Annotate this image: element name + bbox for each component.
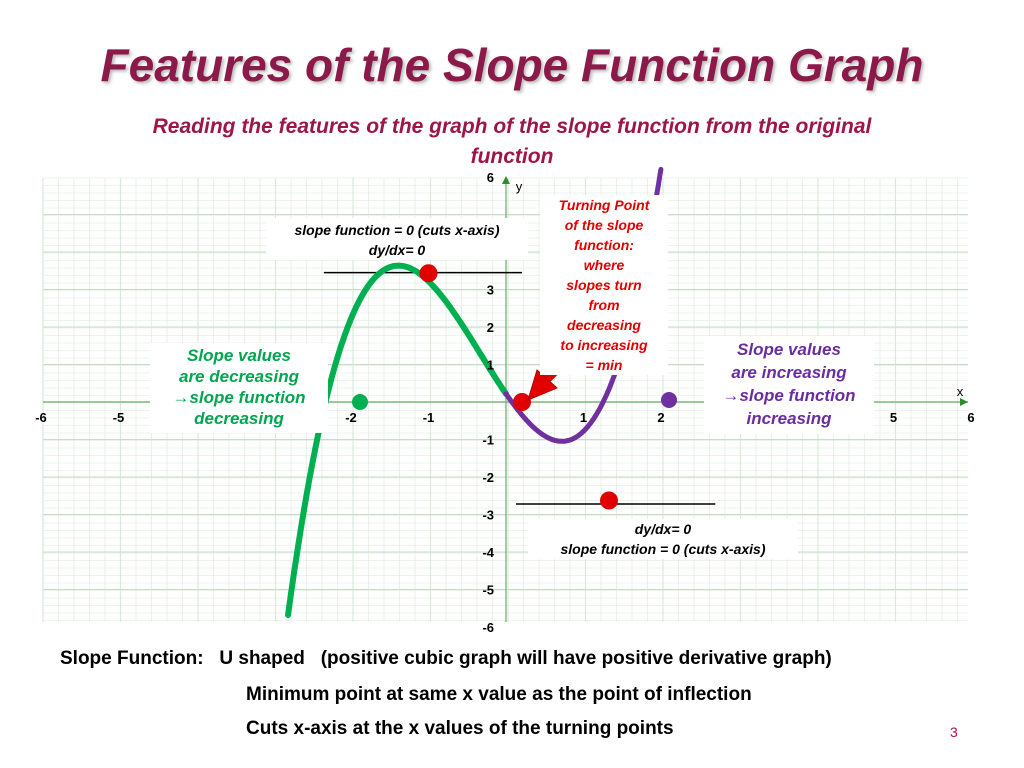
x-tick-label: 2 (657, 410, 664, 425)
y-tick-label: 6 (487, 170, 494, 185)
green-note-line: →slope function (172, 388, 306, 407)
red-note-line: Turning Point (558, 197, 650, 213)
red-note-line: function: (574, 237, 634, 253)
bottom-turning-point-note: dy/dx= 0 slope function = 0 (cuts x-axis… (528, 519, 798, 559)
green-note-line: Slope values (187, 346, 291, 365)
y-axis-arrow-icon (502, 176, 510, 184)
top-note-line-2: dy/dx= 0 (368, 242, 426, 258)
y-axis-label: y (516, 179, 523, 194)
red-note-line: from (588, 297, 620, 313)
top-note-line-1: slope function = 0 (cuts x-axis) (294, 222, 500, 238)
y-tick-label: -1 (482, 433, 494, 448)
x-tick-label: 5 (890, 410, 897, 425)
purple-note-line: increasing (746, 409, 832, 428)
y-tick-label: 1 (487, 358, 494, 373)
green-x-intercept-marker (352, 394, 368, 410)
purple-note-line: →slope function (722, 386, 856, 405)
x-tick-label: 1 (580, 410, 587, 425)
green-note-line: are decreasing (178, 367, 299, 386)
minimum-point-marker (600, 491, 618, 510)
x-tick-label: -5 (113, 410, 125, 425)
purple-note-line: Slope values (737, 340, 841, 359)
decreasing-slope-note: Slope values are decreasing →slope funct… (150, 343, 328, 433)
y-tick-label: -3 (482, 508, 494, 523)
purple-x-intercept-marker (661, 392, 677, 408)
y-tick-label: -4 (482, 545, 494, 560)
y-tick-label: 3 (487, 283, 494, 298)
red-note-line: decreasing (567, 317, 641, 333)
red-note-line: of the slope (564, 217, 644, 233)
y-tick-label: -2 (482, 470, 494, 485)
red-note-line: to increasing (560, 337, 648, 353)
summary-line-2: Minimum point at same x value as the poi… (246, 684, 752, 705)
slide-subtitle: Reading the features of the graph of the… (152, 115, 872, 168)
increasing-slope-note: Slope values are increasing →slope funct… (704, 336, 874, 434)
inflection-point-marker (513, 393, 531, 411)
x-axis-label: x (957, 384, 964, 399)
turning-point-slope-note: Turning Point of the slope function: whe… (540, 195, 668, 375)
bottom-note-line-2: slope function = 0 (cuts x-axis) (560, 541, 766, 557)
bottom-note-line-1: dy/dx= 0 (634, 521, 692, 537)
x-tick-label: -6 (35, 410, 47, 425)
tick-labels: -6 -5 -2 -1 1 2 5 6 6 3 2 1 -1 -2 -3 -4 -5 -6 x y (35, 170, 974, 635)
top-turning-point-note: slope function = 0 (cuts x-axis) dy/dx= … (266, 218, 528, 260)
y-tick-label: 2 (487, 320, 494, 335)
purple-note-line: are increasing (731, 363, 847, 382)
x-tick-label: -2 (345, 410, 357, 425)
green-note-line: decreasing (194, 409, 284, 428)
red-note-line: = min (585, 357, 623, 373)
x-axis-arrow-icon (960, 398, 968, 406)
x-tick-label: -1 (423, 410, 435, 425)
slide-title: Features of the Slope Function Graph (100, 39, 924, 91)
maximum-point-marker (419, 264, 438, 283)
page-number: 3 (950, 724, 958, 740)
summary-line-3: Cuts x-axis at the x values of the turni… (246, 718, 674, 739)
y-tick-label: -5 (482, 583, 494, 598)
red-note-line: where (583, 257, 625, 273)
summary-line-1: Slope Function: U shaped (positive cubic… (60, 648, 832, 669)
red-note-line: slopes turn (566, 277, 642, 293)
x-tick-label: 6 (967, 410, 974, 425)
y-tick-label: -6 (482, 620, 494, 635)
